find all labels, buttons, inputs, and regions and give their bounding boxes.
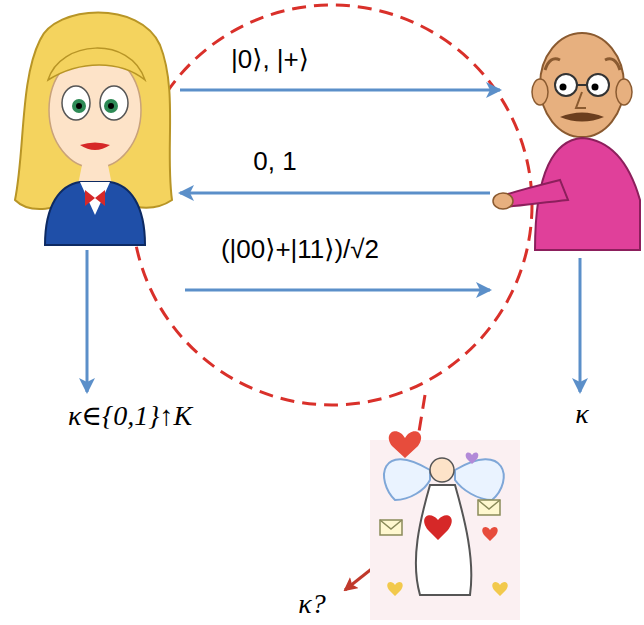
- key-label: κ∈{0,1}↑K: [65, 400, 195, 432]
- eve-key-label: κ?: [295, 588, 328, 620]
- angel-figure: [370, 431, 520, 620]
- bell-state-label: (|00⟩+|11⟩)/√2: [218, 235, 382, 265]
- eavesdrop-circle: [132, 5, 532, 405]
- bits-label: 0, 1: [250, 147, 299, 177]
- key-label: κ: [572, 398, 591, 430]
- basis-states-label: |0⟩, |+⟩: [228, 45, 312, 75]
- alice-figure: [15, 13, 172, 246]
- bob-figure: [493, 33, 640, 250]
